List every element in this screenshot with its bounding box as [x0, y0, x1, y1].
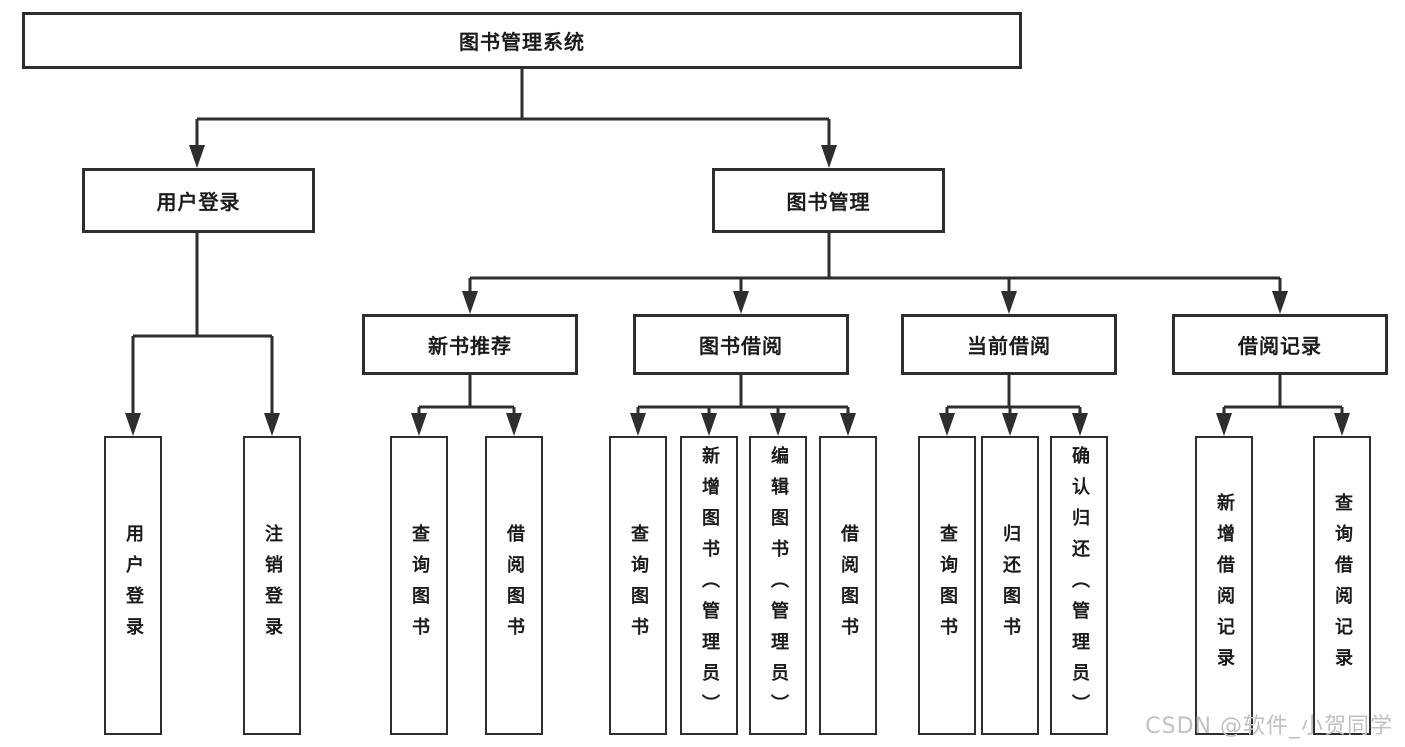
- node-user-login: 用户登录: [82, 168, 315, 233]
- arrowhead-icon: [939, 413, 955, 436]
- arrowhead-icon: [264, 413, 280, 436]
- connector-current-borrowing-children: [939, 375, 1088, 436]
- node-current-borrowing-label: 当前借阅: [967, 334, 1051, 358]
- node-current-borrowing: 当前借阅: [901, 314, 1117, 375]
- leaf-query-books-recommend: 查询图书: [390, 436, 448, 735]
- connector-borrow-records-children: [1216, 375, 1350, 436]
- leaf-borrow-books-recommend-label: 借阅图书: [504, 523, 525, 648]
- node-borrow-records: 借阅记录: [1172, 314, 1388, 375]
- arrowhead-icon: [1272, 291, 1288, 314]
- arrowhead-icon: [821, 145, 837, 168]
- arrowhead-icon: [1002, 413, 1018, 436]
- leaf-borrow-books-recommend: 借阅图书: [485, 436, 543, 735]
- leaf-user-login: 用户登录: [104, 436, 162, 735]
- leaf-logout-label: 注销登录: [262, 523, 283, 648]
- connector-new-book-recommend-children: [411, 375, 522, 436]
- node-book-management: 图书管理: [712, 168, 945, 233]
- connector-user-login-children: [125, 233, 280, 436]
- arrowhead-icon: [701, 413, 717, 436]
- leaf-query-books-borrowing-label: 查询图书: [628, 523, 649, 648]
- leaf-add-borrow-record-label: 新增借阅记录: [1214, 492, 1235, 679]
- arrowhead-icon: [125, 413, 141, 436]
- arrowhead-icon: [630, 413, 646, 436]
- leaf-query-books-borrowing: 查询图书: [609, 436, 667, 735]
- node-root: 图书管理系统: [22, 12, 1022, 69]
- leaf-borrow-books-borrowing-label: 借阅图书: [838, 523, 859, 648]
- arrowhead-icon: [1001, 291, 1017, 314]
- arrowhead-icon: [506, 413, 522, 436]
- node-borrow-records-label: 借阅记录: [1238, 334, 1322, 358]
- arrowhead-icon: [462, 291, 478, 314]
- leaf-confirm-return-admin: 确认归还（管理员）: [1050, 436, 1108, 735]
- connector-root-to-level2: [189, 69, 837, 168]
- arrowhead-icon: [1072, 413, 1088, 436]
- node-user-login-label: 用户登录: [156, 190, 241, 214]
- leaf-confirm-return-admin-label: 确认归还（管理员）: [1069, 446, 1090, 725]
- leaf-query-books-current: 查询图书: [918, 436, 976, 735]
- leaf-add-book-admin-label: 新增图书（管理员）: [699, 446, 720, 725]
- leaf-query-books-current-label: 查询图书: [937, 523, 958, 648]
- arrowhead-icon: [1216, 413, 1232, 436]
- leaf-query-books-recommend-label: 查询图书: [409, 523, 430, 648]
- node-new-book-recommend: 新书推荐: [362, 314, 578, 375]
- leaf-query-borrow-record: 查询借阅记录: [1313, 436, 1371, 735]
- node-book-borrowing: 图书借阅: [633, 314, 849, 375]
- arrowhead-icon: [411, 413, 427, 436]
- leaf-add-borrow-record: 新增借阅记录: [1195, 436, 1253, 735]
- connector-book-borrowing-children: [630, 375, 856, 436]
- leaf-edit-book-admin-label: 编辑图书（管理员）: [768, 446, 789, 725]
- leaf-edit-book-admin: 编辑图书（管理员）: [749, 436, 807, 735]
- node-root-label: 图书管理系统: [459, 30, 585, 54]
- arrowhead-icon: [733, 291, 749, 314]
- connector-book-management-children: [462, 233, 1288, 314]
- node-book-management-label: 图书管理: [786, 190, 871, 214]
- node-book-borrowing-label: 图书借阅: [699, 334, 783, 358]
- leaf-add-book-admin: 新增图书（管理员）: [680, 436, 738, 735]
- csdn-watermark: CSDN @软件_小贺同学: [1145, 714, 1393, 739]
- arrowhead-icon: [770, 413, 786, 436]
- arrowhead-icon: [840, 413, 856, 436]
- leaf-return-book: 归还图书: [981, 436, 1039, 735]
- leaf-user-login-label: 用户登录: [123, 523, 144, 648]
- arrowhead-icon: [1334, 413, 1350, 436]
- node-new-book-recommend-label: 新书推荐: [428, 334, 512, 358]
- leaf-logout: 注销登录: [243, 436, 301, 735]
- leaf-return-book-label: 归还图书: [1000, 523, 1021, 648]
- leaf-borrow-books-borrowing: 借阅图书: [819, 436, 877, 735]
- arrowhead-icon: [189, 145, 205, 168]
- leaf-query-borrow-record-label: 查询借阅记录: [1332, 492, 1353, 679]
